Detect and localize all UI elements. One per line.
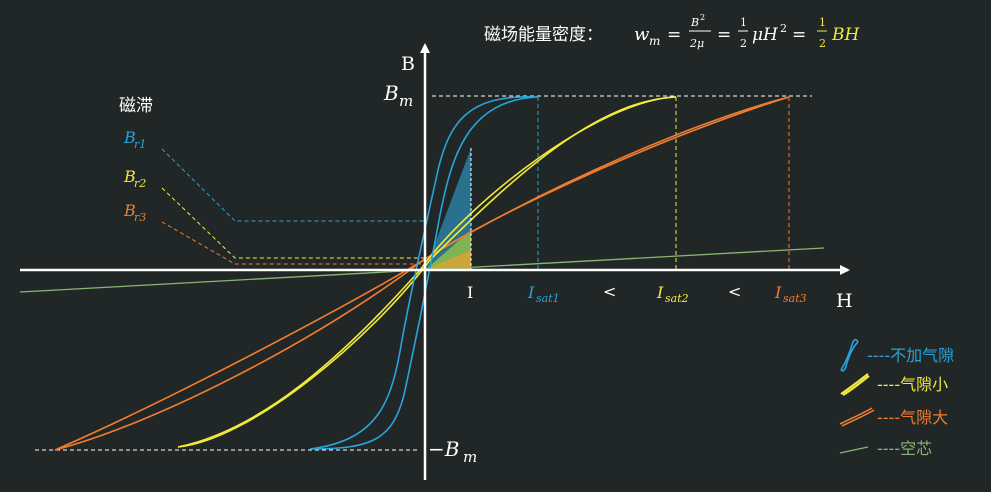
formula-eq-3: = (792, 25, 806, 45)
air-core-line-icon (839, 446, 869, 454)
formula-half-den: 2 (740, 37, 747, 50)
br1-sub: r1 (134, 138, 146, 151)
loop-large-gap-upper (54, 96, 790, 451)
energy-area-orange (425, 250, 471, 270)
loop-small-gap (177, 96, 677, 448)
formula-eq-2: = (717, 25, 731, 45)
legend-label-large-gap: ----气隙大 (877, 408, 948, 427)
slanted-loop-icon (840, 373, 870, 396)
isat1-label: I (527, 283, 535, 302)
formula-bh: BH (831, 25, 860, 45)
loop-small-gap-lower (177, 96, 677, 448)
energy-density-formula: 磁场能量密度： w m = B 2 2μ = 1 2 μH 2 = 1 2 BH (484, 13, 860, 50)
isat3-sub: sat3 (783, 292, 807, 305)
loop-no-gap-upper (309, 96, 539, 450)
formula-h-sup: 2 (780, 22, 787, 35)
formula-eq-1: = (667, 25, 681, 45)
legend-label-air-core: ----空芯 (877, 439, 932, 458)
isat2-label: I (656, 283, 664, 302)
br2-sub: r2 (134, 177, 146, 190)
formula-mu-h: μH (752, 25, 779, 45)
formula-w: w (634, 24, 650, 45)
less-than-1: < (603, 282, 616, 301)
br3-leader (161, 221, 425, 265)
hysteresis-loop-icon (840, 338, 859, 372)
formula-half-num: 1 (740, 16, 747, 29)
isat3-label: I (774, 283, 782, 302)
hysteresis-title: 磁滞 (119, 96, 153, 116)
less-than-2: < (728, 282, 741, 301)
br2-label: B (123, 167, 136, 186)
b-axis-label: B (401, 53, 415, 75)
loop-small-gap-upper (177, 96, 677, 448)
formula-f1-num: B (690, 16, 699, 29)
bm-label: B (383, 81, 399, 105)
formula-half-num-2: 1 (819, 16, 826, 29)
formula-f1-num-sup: 2 (700, 13, 705, 22)
formula-f1-den: 2μ (689, 37, 704, 50)
br1-label: B (123, 128, 136, 147)
formula-w-sub: m (649, 34, 660, 48)
h-axis-label: H (836, 290, 853, 312)
neg-bm-label: −B (428, 437, 459, 461)
formula-prefix: 磁场能量密度： (484, 25, 603, 45)
br2-leader (161, 187, 425, 259)
legend: ----不加气隙 ----气隙小 ----气隙大 ----空芯 (839, 338, 954, 458)
flat-loop-icon (839, 407, 875, 427)
br3-sub: r3 (134, 211, 146, 224)
legend-label-no-gap: ----不加气隙 (867, 346, 954, 365)
br3-label: B (123, 201, 136, 220)
loop-large-gap-lower (54, 96, 790, 451)
legend-label-small-gap: ----气隙小 (877, 375, 948, 394)
isat1-sub: sat1 (536, 292, 560, 305)
formula-half-den-2: 2 (819, 37, 826, 50)
current-i-label: I (467, 283, 473, 302)
loop-large-gap (54, 96, 790, 451)
neg-bm-label-sub: m (463, 448, 477, 466)
bm-label-sub: m (399, 92, 413, 110)
br1-leader (161, 148, 425, 222)
isat2-sub: sat2 (665, 292, 689, 305)
